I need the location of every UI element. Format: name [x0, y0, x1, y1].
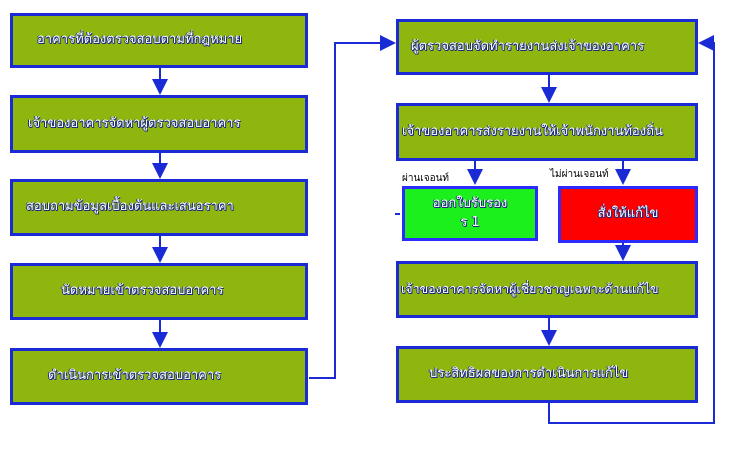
pass-result-line2: ร 1 — [460, 214, 480, 230]
step-label: เจ้าของอาคารจัดหาผู้เชี่ยวชาญเฉพาะด้านแก… — [401, 281, 659, 297]
step-label: ดำเนินการเข้าตรวจสอบอาคาร — [48, 368, 222, 384]
arrow-left-to-right — [309, 35, 396, 379]
step-owner-hires-inspector: เจ้าของอาคารจัดหาผู้ตรวจสอบอาคาร — [10, 95, 308, 153]
fail-label: ไม่ผ่านเจอนท์ — [550, 169, 609, 180]
fail-result-order-fix: สั่งให้แก้ไข — [558, 186, 698, 243]
step-label: ผู้ตรวจสอบจัดทำรายงานส่งเจ้าของอาคาร — [411, 38, 645, 54]
pass-label: ผ่านเจอนท์ — [402, 173, 450, 184]
step-label: ประสิทธิผลของการดำเนินการแก้ไข — [429, 366, 629, 382]
step-label: เจ้าของอาคารจัดหาผู้ตรวจสอบอาคาร — [28, 115, 241, 131]
step-label: สอบถามข้อมูลเบื้องต้นและเสนอราคา — [26, 199, 234, 215]
step-conduct-inspection: ดำเนินการเข้าตรวจสอบอาคาร — [10, 348, 308, 405]
step-hire-expert: เจ้าของอาคารจัดหาผู้เชี่ยวชาญเฉพาะด้านแก… — [396, 261, 698, 318]
step-schedule-inspection: นัดหมายเข้าตรวจสอบอาคาร — [10, 263, 308, 320]
step-building-required: อาคารที่ต้องตรวจสอบตามที่กฎหมาย — [10, 13, 308, 68]
step-label: เจ้าของอาคารส่งรายงานให้เจ้าพนักงานท้องถ… — [402, 123, 663, 139]
step-label: อาคารที่ต้องตรวจสอบตามที่กฎหมาย — [37, 32, 243, 48]
arrow-feedback-loop — [548, 35, 715, 424]
step-evaluate-fix: ประสิทธิผลของการดำเนินการแก้ไข — [396, 346, 698, 403]
step-label: นัดหมายเข้าตรวจสอบอาคาร — [61, 283, 224, 299]
pass-result-line1: ออกใบรับรอง — [432, 195, 508, 211]
step-report-to-owner: ผู้ตรวจสอบจัดทำรายงานส่งเจ้าของอาคาร — [396, 19, 698, 75]
step-inquiry-quote: สอบถามข้อมูลเบื้องต้นและเสนอราคา — [10, 179, 308, 236]
fail-result-label: สั่งให้แก้ไข — [597, 206, 659, 222]
step-submit-to-official: เจ้าของอาคารส่งรายงานให้เจ้าพนักงานท้องถ… — [396, 103, 698, 161]
pass-result-certificate: ออกใบรับรอง ร 1 — [402, 186, 538, 241]
